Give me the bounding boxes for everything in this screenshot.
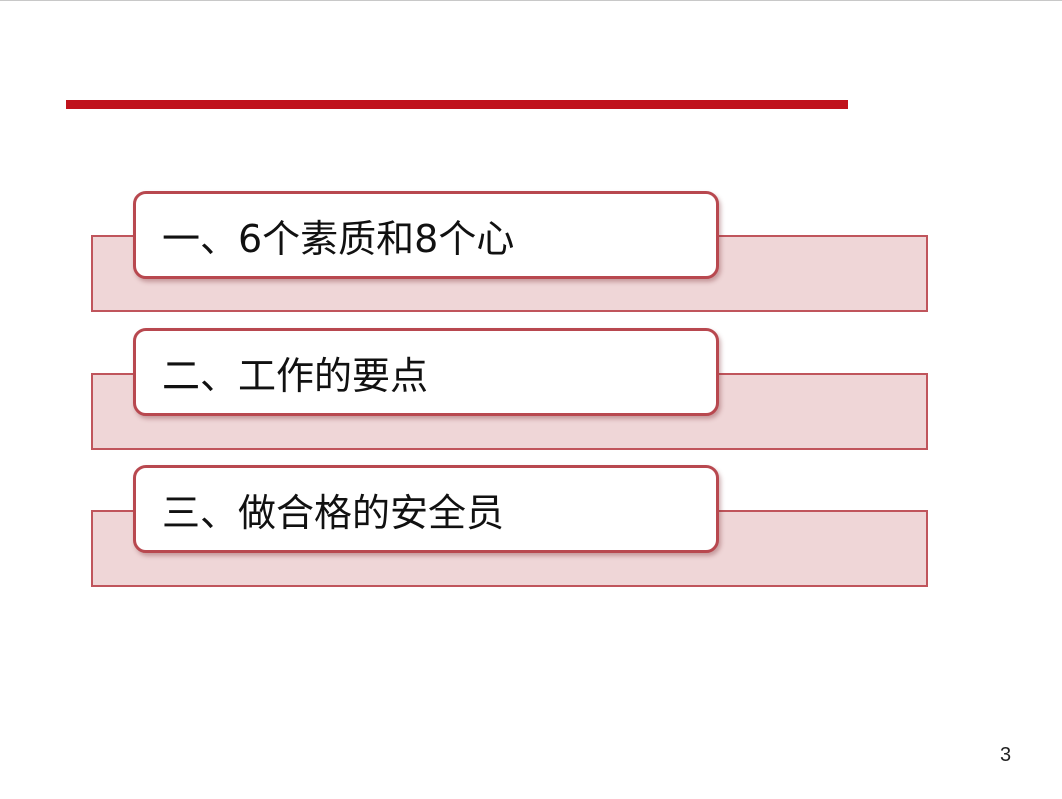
agenda-item-1[interactable]: 一、6个素质和8个心 <box>0 190 1062 320</box>
agenda-item-card[interactable]: 二、工作的要点 <box>133 328 719 416</box>
title-accent-bar <box>66 100 848 109</box>
agenda-item-label: 二、工作的要点 <box>162 353 429 398</box>
top-border <box>0 0 1062 1</box>
agenda-item-card[interactable]: 三、做合格的安全员 <box>133 465 719 553</box>
page-number: 3 <box>1000 744 1012 766</box>
agenda-item-2[interactable]: 二、工作的要点 <box>0 328 1062 458</box>
agenda-item-label: 一、6个素质和8个心 <box>162 216 515 261</box>
agenda-item-label: 三、做合格的安全员 <box>162 490 505 535</box>
agenda-item-3[interactable]: 三、做合格的安全员 <box>0 465 1062 595</box>
agenda-item-card[interactable]: 一、6个素质和8个心 <box>133 191 719 279</box>
